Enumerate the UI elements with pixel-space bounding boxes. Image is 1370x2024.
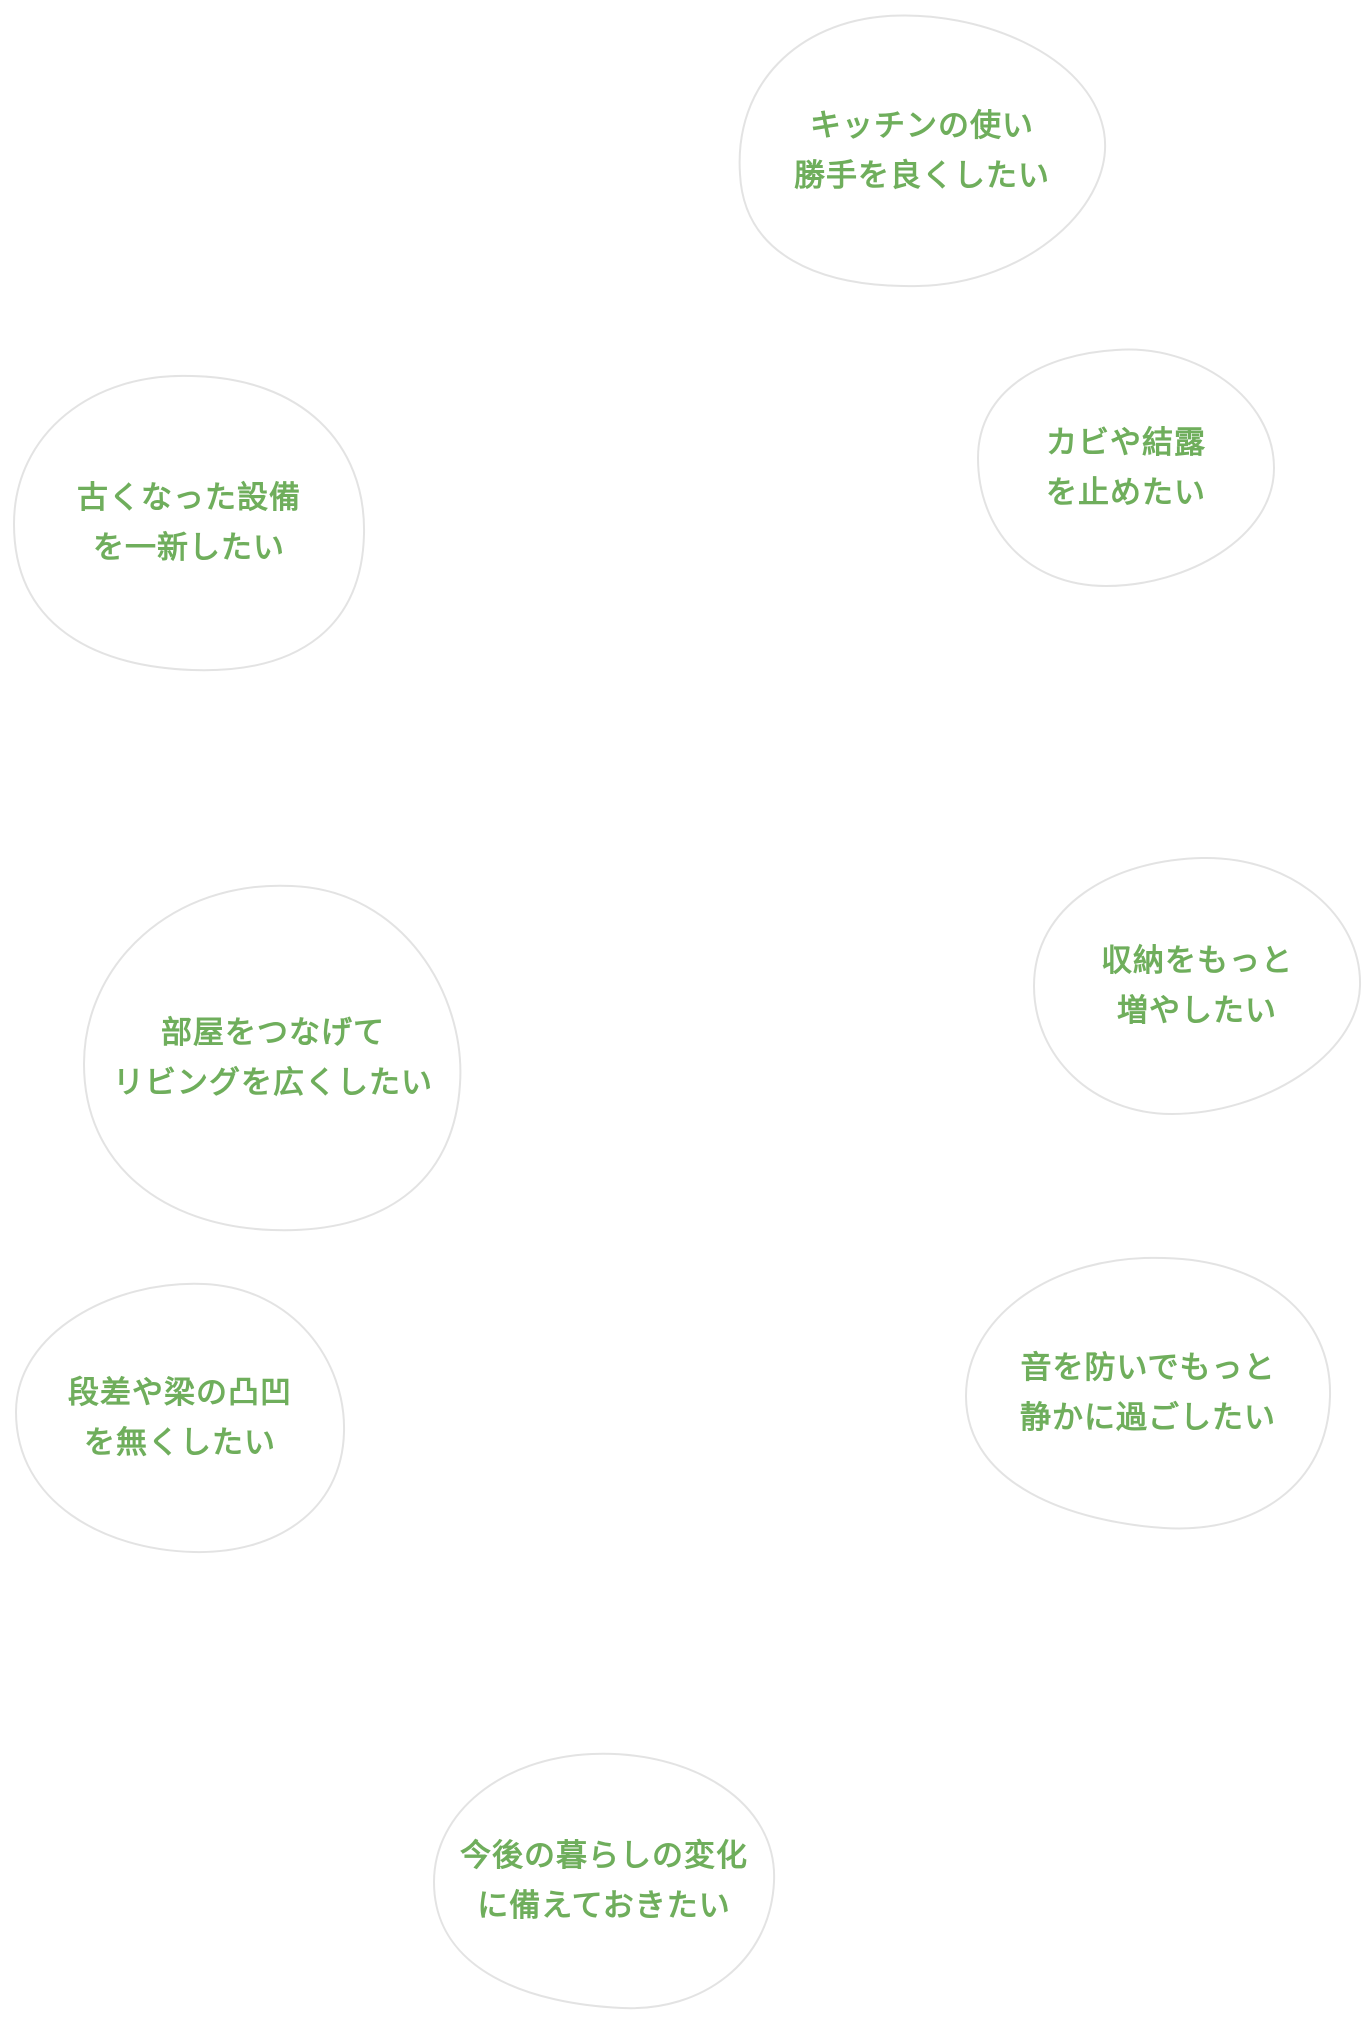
bubble-sound[interactable]: 音を防いでもっと 静かに過ごしたい xyxy=(964,1256,1332,1530)
bubble-outline xyxy=(82,884,462,1232)
bubble-outline xyxy=(976,348,1276,588)
bubble-line-2: 静かに過ごしたい xyxy=(1020,1400,1276,1436)
bubble-kitchen[interactable]: キッチンの使い 勝手を良くしたい xyxy=(738,14,1107,288)
bubble-line-2: に備えておきたい xyxy=(477,1888,731,1924)
bubble-line-1: 部屋をつなげて xyxy=(161,1015,385,1051)
bubble-outline xyxy=(14,1282,346,1554)
bubble-label: 古くなった設備 を一新したい xyxy=(12,374,366,672)
bubble-outline xyxy=(738,14,1107,288)
bubble-line-1: キッチンの使い xyxy=(810,108,1034,144)
bubble-step[interactable]: 段差や梁の凸凹 を無くしたい xyxy=(14,1282,346,1554)
bubble-line-2: を無くしたい xyxy=(84,1425,276,1461)
bubble-label: 部屋をつなげて リビングを広くしたい xyxy=(82,884,464,1232)
bubble-storage[interactable]: 収納をもっと 増やしたい xyxy=(1032,856,1362,1116)
bubble-future[interactable]: 今後の暮らしの変化 に備えておきたい xyxy=(432,1752,776,2010)
bubble-line-2: 勝手を良くしたい xyxy=(794,158,1050,194)
bubble-label: カビや結露 を止めたい xyxy=(976,348,1276,588)
bubble-outline xyxy=(12,374,366,672)
bubble-line-1: 今後の暮らしの変化 xyxy=(460,1838,748,1874)
bubble-outline xyxy=(432,1752,776,2010)
bubble-line-2: リビングを広くしたい xyxy=(113,1065,433,1101)
bubble-line-1: カビや結露 xyxy=(1046,425,1206,461)
bubble-line-1: 音を防いでもっと xyxy=(1020,1350,1276,1386)
bubble-label: キッチンの使い 勝手を良くしたい xyxy=(738,14,1106,288)
bubble-line-1: 収納をもっと xyxy=(1101,943,1293,979)
bubble-line-2: 増やしたい xyxy=(1117,993,1277,1029)
bubble-outline xyxy=(964,1256,1332,1530)
bubble-living[interactable]: 部屋をつなげて リビングを広くしたい xyxy=(82,884,464,1232)
bubble-label: 収納をもっと 増やしたい xyxy=(1032,856,1362,1116)
bubble-equipment[interactable]: 古くなった設備 を一新したい xyxy=(12,374,366,672)
bubble-label: 今後の暮らしの変化 に備えておきたい xyxy=(432,1752,776,2010)
bubble-outline xyxy=(1032,856,1362,1116)
bubble-line-1: 古くなった設備 xyxy=(77,480,301,516)
bubble-line-2: を一新したい xyxy=(93,530,285,566)
bubble-mold[interactable]: カビや結露 を止めたい xyxy=(976,348,1276,588)
bubble-line-2: を止めたい xyxy=(1046,475,1206,511)
bubble-label: 音を防いでもっと 静かに過ごしたい xyxy=(964,1256,1332,1530)
bubble-line-1: 段差や梁の凸凹 xyxy=(68,1375,292,1411)
bubble-label: 段差や梁の凸凹 を無くしたい xyxy=(14,1282,346,1554)
